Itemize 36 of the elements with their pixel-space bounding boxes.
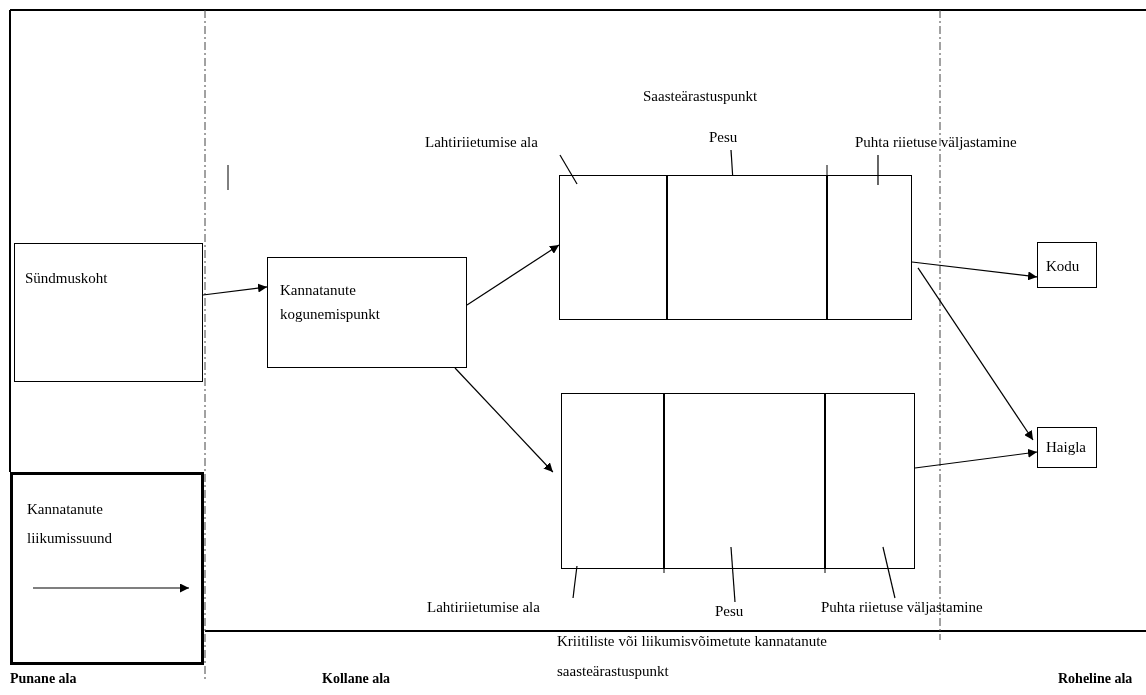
leader-line (730, 546, 736, 603)
leader-line (572, 565, 578, 599)
unit-section (664, 393, 825, 569)
area-label-text: Pesu (715, 602, 744, 621)
arrow (911, 261, 1038, 281)
process-box (1037, 427, 1097, 468)
zone-label: Kollane ala (322, 671, 391, 687)
legend-text: Kannatanute liikumissuund (27, 500, 113, 548)
unit-section (667, 175, 827, 320)
box-label: Kannatanute kogunemispunkt (280, 281, 381, 324)
box-label: Haigla (1046, 438, 1086, 457)
arrow (917, 267, 1034, 441)
decontamination-unit-box (559, 175, 912, 320)
area-label-text: Pesu (709, 128, 738, 147)
process-box (1037, 242, 1097, 288)
leader-line (559, 154, 578, 185)
unit-caption: Kriitiliste või liikumisvõimetute kannatanute saasteärastuspunkt (557, 632, 827, 681)
arrow (466, 244, 560, 306)
zone-label: Punane ala (10, 671, 77, 687)
arrow (202, 283, 268, 296)
leader-line (877, 154, 879, 186)
leader-line (882, 546, 896, 599)
zone-label: Roheline ala (1058, 671, 1133, 687)
box-label: Sündmuskoht (25, 269, 108, 288)
area-label-text: Lahtiriietumise ala (425, 133, 538, 152)
area-label-text: Puhta riietuse väljastamine (821, 598, 983, 617)
arrow (454, 367, 554, 473)
process-box (267, 257, 467, 368)
arrow (914, 448, 1038, 469)
process-box (14, 243, 203, 382)
area-label-text: Lahtiriietumise ala (427, 598, 540, 617)
area-label-text: Puhta riietuse väljastamine (855, 133, 1017, 152)
box-label: Kodu (1046, 257, 1080, 276)
unit-title: Saasteärastuspunkt (643, 88, 758, 105)
decontamination-unit-box (561, 393, 915, 569)
leader-line (730, 149, 734, 176)
